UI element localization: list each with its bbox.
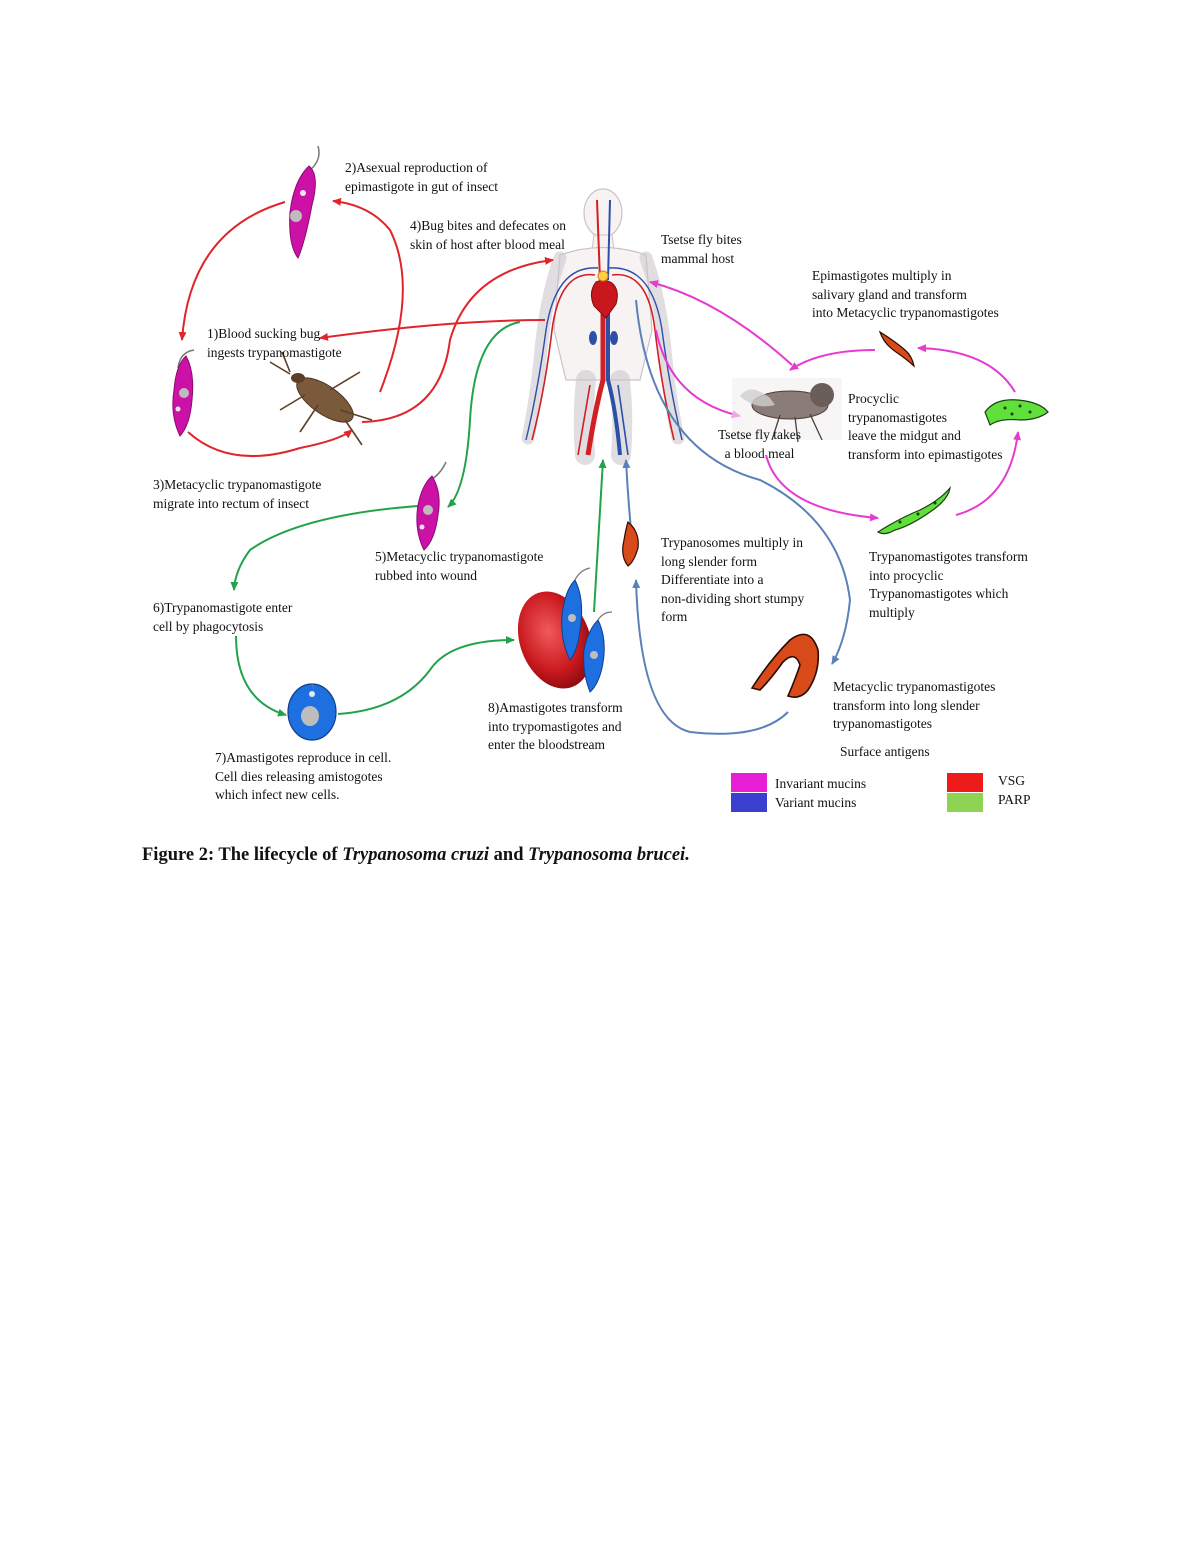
multiply-slender-label: Trypanosomes multiply in long slender fo… [661,535,805,624]
tsetse-takes-label: Tsetse fly takes a blood meal [718,427,802,461]
step-5-label: 5)Metacyclic trypanomastigote rubbed int… [375,549,544,583]
amastigote-infected-cell [287,683,337,741]
metacyclic-slender-label: Metacyclic trypanomastigotes transform i… [833,679,996,731]
tsetse-bites-label: Tsetse fly bites mammal host [661,232,742,266]
legend-label-parp: PARP [998,792,1031,807]
step-8-label: 8)Amastigotes transform into trypomastig… [488,700,623,752]
legend-swatch-parp [947,793,983,812]
legend-swatch-invariant-mucins [731,773,767,792]
caption-species-brucei: Trypanosoma brucei. [528,845,690,865]
procyclic-trypanosome [984,399,1049,426]
tsetse-fly [732,378,842,443]
long-slender-procyclic [876,485,951,535]
step-1-label: 1)Blood sucking bug ingests trypanomasti… [207,326,342,360]
figure-caption: Figure 2: The lifecycle of Trypanosoma c… [142,845,690,866]
caption-middle: and [489,845,529,865]
epimastigotes-multiply-label: Epimastigotes multiply in salivary gland… [812,268,999,320]
stumpy-trypanosome [622,520,639,567]
step-7-label: 7)Amastigotes reproduce in cell. Cell di… [215,750,392,802]
legend-swatch-vsg [947,773,983,792]
step-6-label: 6)Trypanomastigote enter cell by phagocy… [153,600,293,634]
step-3-label: 3)Metacyclic trypanomastigote migrate in… [153,477,322,511]
legend-label-invariant-mucins: Invariant mucins [775,776,867,791]
procyclic-leave-label: Procyclic trypanomastigotes leave the mi… [848,391,1003,462]
step-2-label: 2)Asexual reproduction of epimastigote i… [345,160,498,194]
legend-title: Surface antigens [840,744,930,759]
brucei-fly-arrows [649,280,1022,522]
trypomastigote-left [172,349,195,437]
legend-label-vsg: VSG [998,773,1026,788]
legend-label-variant-mucins: Variant mucins [775,795,857,810]
transform-procyclic-label: Trypanomastigotes transform into procycl… [869,549,1028,620]
long-slender-trypanosome [750,633,820,698]
reduviid-bug [269,351,373,446]
step-4-label: 4)Bug bites and defecates on skin of hos… [410,218,566,252]
epimastigote-top [289,145,320,259]
metacyclic-trypanosome-fly [878,330,915,368]
metacyclic-trypomastigote-wound [416,461,447,551]
legend-swatch-variant-mucins [731,793,767,812]
cruzi-host-arrows [230,321,607,717]
caption-prefix: Figure 2: The lifecycle of [142,845,343,865]
cruzi-insect-arrows [178,197,554,457]
caption-species-cruzi: Trypanosoma cruzi [342,845,490,865]
red-blood-cell-with-trypomastigotes [517,567,613,693]
